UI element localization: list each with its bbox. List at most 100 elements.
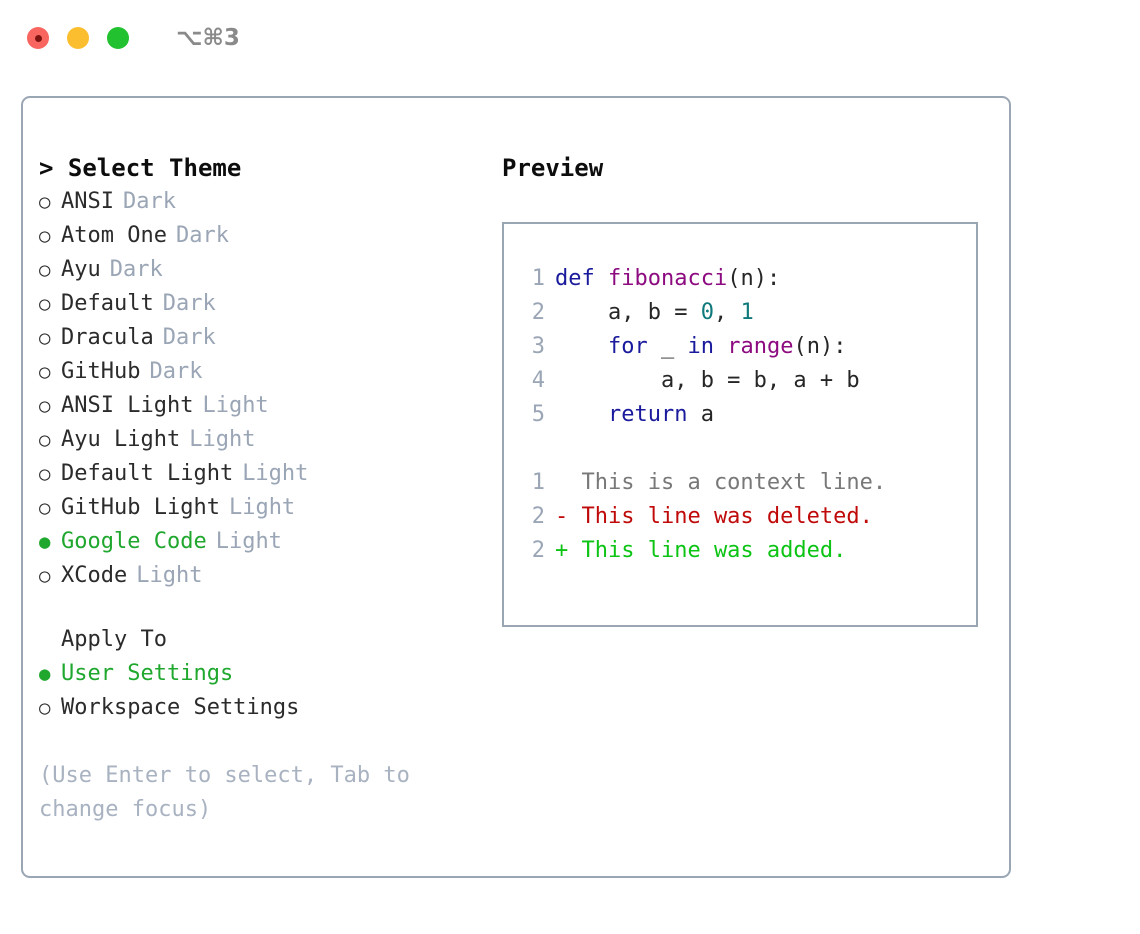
radio-unselected-icon: ○ — [39, 225, 51, 247]
line-number: 1 — [531, 470, 545, 495]
radio-selected-icon: ● — [39, 531, 51, 553]
theme-option-category: Dark — [175, 223, 229, 248]
code-token: , — [713, 300, 741, 325]
code-token — [555, 398, 608, 432]
diff-line: 2- This line was deleted. — [517, 500, 970, 534]
apply-to-heading-bullet-placeholder: ○ — [39, 623, 61, 657]
keyboard-shortcut-label: ⌥⌘3 — [176, 25, 240, 51]
code-token: a, b = — [555, 300, 701, 325]
theme-option-default[interactable]: ○ Default Dark — [39, 287, 499, 321]
close-dot-icon — [34, 34, 42, 42]
radio-unselected-icon: ○ — [39, 361, 51, 383]
theme-option-xcode[interactable]: ○ XCode Light — [39, 559, 499, 593]
theme-option-ansi[interactable]: ○ ANSI Dark — [39, 185, 499, 219]
radio-unselected-icon: ○ — [39, 429, 51, 451]
theme-option-label: Atom One — [61, 223, 167, 248]
theme-option-label: Ayu — [61, 257, 101, 282]
theme-option-github[interactable]: ○ GitHub Dark — [39, 355, 499, 389]
theme-option-label: Default — [61, 291, 154, 316]
theme-option-label: GitHub — [61, 359, 141, 384]
code-token: in — [687, 334, 714, 359]
theme-option-label: ANSI — [61, 189, 114, 214]
code-token: a, b = b, a + b — [555, 368, 860, 393]
apply-to-option-user-settings[interactable]: ●User Settings — [39, 657, 499, 691]
theme-option-category: Dark — [162, 291, 216, 316]
code-line: 4 a, b = b, a + b — [517, 364, 970, 398]
code-token: return — [607, 402, 688, 427]
apply-to-option-list[interactable]: ●User Settings ○ Workspace Settings — [39, 657, 499, 725]
line-number: 2 — [531, 538, 545, 563]
radio-unselected-icon: ○ — [39, 293, 51, 315]
line-number: 2 — [531, 300, 545, 325]
code-token: (n): — [793, 334, 847, 359]
code-line: 3 for _ in range(n): — [517, 330, 970, 364]
apply-to-option-label: Workspace Settings — [61, 695, 300, 720]
code-token: def — [555, 266, 608, 291]
column-spacer — [39, 593, 499, 623]
code-line: 2 a, b = 0, 1 — [517, 296, 970, 330]
theme-option-category: Dark — [122, 189, 176, 214]
theme-option-category: Light — [136, 563, 203, 588]
code-token: This is a context line. — [555, 470, 887, 495]
theme-option-category: Light — [215, 529, 282, 554]
title-bar: ⌥⌘3 — [0, 0, 1140, 76]
radio-selected-icon: ● — [39, 663, 51, 685]
preview-heading: Preview — [502, 154, 604, 182]
line-number: 2 — [531, 504, 545, 529]
theme-option-label: XCode — [61, 563, 128, 588]
code-token: 0 — [700, 300, 714, 325]
radio-unselected-icon: ○ — [39, 565, 51, 587]
code-token: range — [727, 334, 794, 359]
radio-unselected-icon: ○ — [39, 395, 51, 417]
radio-unselected-icon: ○ — [39, 191, 51, 213]
radio-unselected-icon: ○ — [39, 697, 51, 719]
radio-unselected-icon: ○ — [39, 259, 51, 281]
theme-option-category: Light — [189, 427, 256, 452]
theme-option-atom-one[interactable]: ○ Atom One Dark — [39, 219, 499, 253]
maximize-button-icon[interactable] — [107, 27, 129, 49]
theme-option-label: Dracula — [61, 325, 154, 350]
minimize-button-icon[interactable] — [67, 27, 89, 49]
theme-option-category: Light — [242, 461, 309, 486]
theme-option-label: Google Code — [61, 529, 207, 554]
code-token: fibonacci — [607, 266, 728, 291]
apply-to-heading: Apply To — [61, 627, 167, 652]
line-number: 4 — [531, 368, 545, 393]
apply-to-option-workspace-settings[interactable]: ○ Workspace Settings — [39, 691, 499, 725]
close-button-icon[interactable] — [27, 27, 49, 49]
radio-unselected-icon: ○ — [39, 497, 51, 519]
theme-option-github-light[interactable]: ○ GitHub Light Light — [39, 491, 499, 525]
radio-unselected-icon: ○ — [39, 463, 51, 485]
theme-option-label: GitHub Light — [61, 495, 220, 520]
theme-option-label: Ayu Light — [61, 427, 181, 452]
code-token: _ — [647, 334, 688, 359]
code-token: + This line was added. — [555, 538, 847, 563]
apply-to-heading-row: ○ Apply To — [39, 623, 499, 657]
code-token: a — [687, 402, 714, 427]
theme-option-category: Light — [228, 495, 296, 520]
line-number: 5 — [531, 402, 545, 427]
select-theme-heading: > Select Theme — [39, 154, 242, 182]
theme-option-google-code[interactable]: ● Google Code Light — [39, 525, 499, 559]
code-token: 1 — [740, 300, 754, 325]
code-diff-separator — [517, 432, 970, 466]
diff-line: 2 + This line was added. — [517, 534, 970, 568]
code-token — [714, 330, 727, 364]
code-token: (n): — [727, 266, 781, 291]
theme-option-category: Dark — [149, 359, 203, 384]
theme-option-ayu-light[interactable]: ○ Ayu Light Light — [39, 423, 499, 457]
window-controls — [27, 27, 129, 49]
